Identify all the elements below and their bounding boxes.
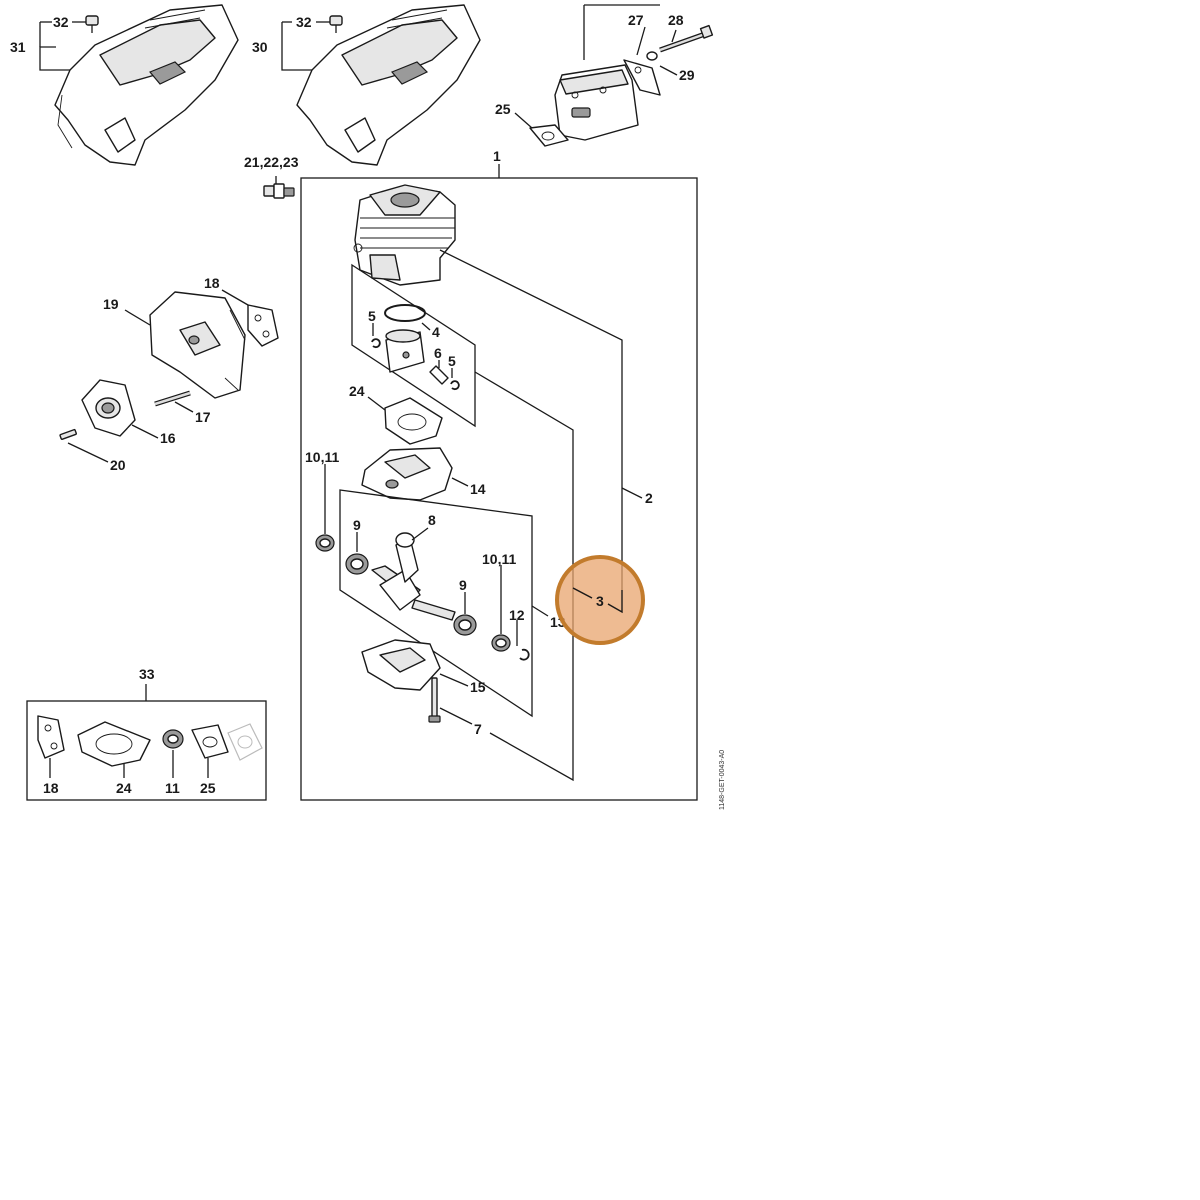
callout-28: 28 bbox=[668, 12, 684, 28]
crankcase-lower-15[interactable] bbox=[361, 639, 441, 691]
callout-25-top: 25 bbox=[495, 101, 511, 117]
spark-plug-21-22-23[interactable] bbox=[263, 176, 295, 199]
seal-10-11-right[interactable] bbox=[491, 634, 511, 652]
kit-gasket-18[interactable] bbox=[37, 715, 65, 759]
callout-14: 14 bbox=[470, 481, 486, 497]
callout-19: 19 bbox=[103, 296, 119, 312]
bolt-28[interactable] bbox=[659, 24, 714, 53]
callout-12: 12 bbox=[509, 607, 525, 623]
screw-7[interactable] bbox=[428, 677, 441, 723]
gasket-18-top[interactable] bbox=[247, 304, 279, 347]
piston-ring-4[interactable] bbox=[384, 304, 426, 322]
callout-27: 27 bbox=[628, 12, 644, 28]
crankshaft-8[interactable] bbox=[371, 532, 456, 621]
callout-7: 7 bbox=[474, 721, 482, 737]
callout-20: 20 bbox=[110, 457, 126, 473]
callout-5-right: 5 bbox=[448, 353, 456, 369]
callout-5-left: 5 bbox=[368, 308, 376, 324]
spark-arrestor-plate-27[interactable] bbox=[623, 59, 661, 96]
circlip-5-right[interactable] bbox=[450, 380, 460, 391]
muffler[interactable] bbox=[554, 64, 639, 141]
assembly-frame-1 bbox=[300, 177, 698, 801]
callout-32-left: 32 bbox=[53, 14, 69, 30]
callout-30: 30 bbox=[252, 39, 268, 55]
kit-gasket-24[interactable] bbox=[77, 721, 151, 767]
cylinder-2[interactable] bbox=[353, 184, 456, 286]
shroud-31[interactable] bbox=[54, 4, 239, 166]
callout-18-top: 18 bbox=[204, 275, 220, 291]
circlip-5-left[interactable] bbox=[371, 338, 381, 349]
callout-10-11-right: 10,11 bbox=[482, 551, 516, 567]
callout-3: 3 bbox=[596, 593, 604, 609]
circlip-12[interactable] bbox=[519, 648, 530, 661]
callout-31: 31 bbox=[10, 39, 26, 55]
callout-4: 4 bbox=[432, 324, 440, 340]
kit-gasket-25[interactable] bbox=[191, 724, 229, 759]
screw-32-right[interactable] bbox=[329, 15, 343, 33]
callout-1: 1 bbox=[493, 148, 501, 164]
callout-15: 15 bbox=[470, 679, 486, 695]
kit-gasket-extra[interactable] bbox=[227, 723, 263, 761]
intake-flange-16[interactable] bbox=[81, 379, 136, 437]
callout-10-11-left: 10,11 bbox=[305, 449, 339, 465]
screw-20[interactable] bbox=[59, 428, 77, 440]
callout-32-right: 32 bbox=[296, 14, 312, 30]
heat-shield-19[interactable] bbox=[149, 291, 246, 399]
bolt-17[interactable] bbox=[154, 390, 191, 407]
bearing-9-left[interactable] bbox=[345, 553, 369, 575]
callout-24-main: 24 bbox=[349, 383, 365, 399]
callout-16: 16 bbox=[160, 430, 176, 446]
gasket-25-top[interactable] bbox=[529, 124, 569, 147]
callout-21-22-23: 21,22,23 bbox=[244, 154, 299, 170]
callout-17: 17 bbox=[195, 409, 211, 425]
callout-8: 8 bbox=[428, 512, 436, 528]
bearing-9-right[interactable] bbox=[453, 614, 477, 636]
kit-seal-11[interactable] bbox=[162, 729, 184, 749]
callout-25-kit: 25 bbox=[200, 780, 216, 796]
piston-pin-6[interactable] bbox=[429, 365, 449, 385]
callout-9-right: 9 bbox=[459, 577, 467, 593]
callout-11-kit: 11 bbox=[165, 780, 180, 796]
diagram-id: 1148-GET-0043-A0 bbox=[719, 750, 726, 810]
washer-29[interactable] bbox=[646, 51, 658, 61]
callout-2: 2 bbox=[645, 490, 653, 506]
gasket-24[interactable] bbox=[384, 397, 443, 445]
callout-6: 6 bbox=[434, 345, 442, 361]
callout-29: 29 bbox=[679, 67, 695, 83]
screw-32-left[interactable] bbox=[85, 15, 99, 33]
piston[interactable] bbox=[385, 329, 425, 373]
callout-33: 33 bbox=[139, 666, 155, 682]
callout-18-kit: 18 bbox=[43, 780, 59, 796]
highlight-marker[interactable] bbox=[555, 555, 645, 645]
seal-10-11-left[interactable] bbox=[315, 534, 335, 552]
crankcase-upper-14[interactable] bbox=[361, 447, 453, 501]
callout-24-kit: 24 bbox=[116, 780, 132, 796]
shroud-30[interactable] bbox=[296, 4, 481, 166]
callout-9-left: 9 bbox=[353, 517, 361, 533]
